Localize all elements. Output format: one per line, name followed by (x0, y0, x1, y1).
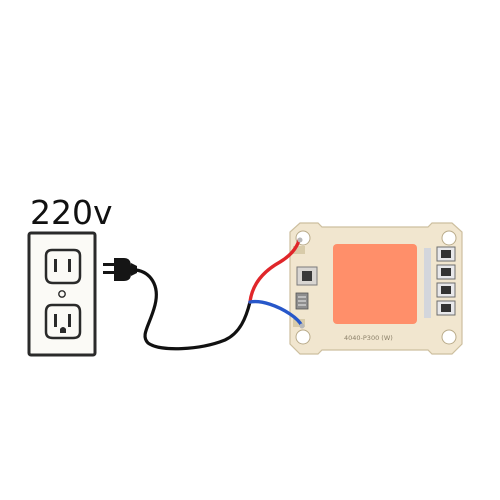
solder-pad-top (293, 246, 305, 254)
mount-hole (295, 329, 311, 345)
neutral-wire (248, 299, 304, 328)
led-emitter (333, 244, 417, 324)
mount-hole (441, 230, 457, 246)
mount-hole (441, 329, 457, 345)
power-plug-icon (103, 258, 137, 281)
cob-led-chip: 4040-P300 (W) (289, 222, 463, 355)
live-wire (248, 238, 301, 304)
solder-joint (299, 323, 305, 329)
chip-marking: 4040-P300 (W) (344, 334, 393, 342)
outlet-receptacle-bottom (44, 303, 82, 340)
power-cord (134, 268, 252, 351)
rectifier-components (424, 246, 456, 318)
voltage-label: 220v (30, 193, 113, 232)
outlet-screw-icon (58, 290, 66, 298)
outlet-receptacle-top (44, 248, 82, 285)
solder-joint (297, 237, 303, 243)
wall-outlet (27, 231, 97, 357)
